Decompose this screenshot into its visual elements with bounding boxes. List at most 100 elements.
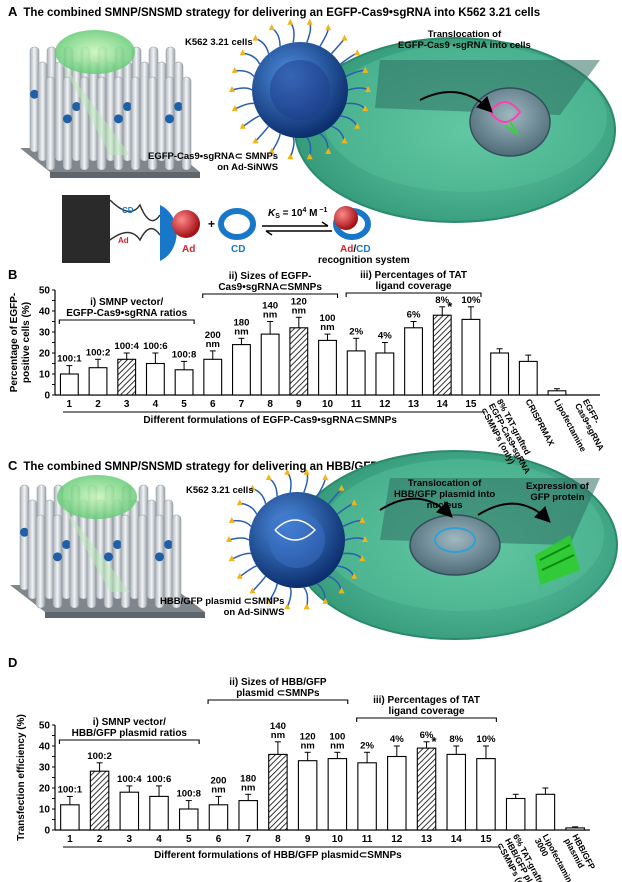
cd-ring-icon	[218, 208, 256, 240]
bead-icon	[123, 102, 132, 112]
y-tick-label: 0	[44, 391, 50, 402]
group-bracket	[202, 293, 339, 298]
expression-label-c: Expression of GFP protein	[526, 481, 589, 503]
bead-icon	[165, 114, 174, 124]
recognition-pair-label: Ad/CD	[340, 244, 371, 255]
bar-label: 4%	[378, 331, 392, 342]
tat-ligand-icon	[306, 153, 313, 160]
tat-ligand-icon	[303, 603, 310, 610]
bar	[446, 753, 467, 831]
tat-ligand-icon	[284, 468, 291, 475]
bar-label: 100:2	[87, 751, 112, 762]
cell-label-a: K562 3.21 cells	[185, 37, 253, 48]
tat-ligand-icon	[265, 474, 272, 481]
panel-c-letter: C	[8, 458, 18, 473]
nanowire	[52, 514, 63, 609]
nano-label-a: EGFP-Cas9•sgRNA⊂ SMNPs on Ad-SiNWS	[148, 151, 279, 173]
bead-icon	[20, 527, 29, 537]
cd-label: CD	[231, 244, 245, 255]
bar-label: 100:8	[176, 789, 201, 800]
x-tick-label: 14	[437, 399, 449, 410]
translocation-arrow-c	[379, 497, 453, 518]
nanowire	[130, 76, 141, 171]
inset-cd-label: CD	[122, 206, 134, 215]
ks-equation: KS = 104 M −1	[268, 207, 327, 220]
nucleus-c	[409, 514, 501, 576]
tat-ligand-icon	[236, 499, 243, 506]
equilibrium-arrowhead-forward	[321, 221, 329, 227]
y-tick-label: 50	[39, 286, 51, 297]
inset-substrate	[62, 195, 110, 263]
significance-star: *	[447, 299, 453, 314]
x-tick-label: 10	[322, 399, 334, 410]
tat-ligand-icon	[287, 153, 294, 160]
tat-ligand-icon	[252, 34, 259, 41]
bar-label: 100:8	[172, 349, 197, 360]
x-tick-label: 3	[124, 399, 130, 410]
ad-sphere-icon	[172, 210, 200, 238]
bead-icon	[114, 114, 123, 124]
ligand-chain	[254, 125, 270, 142]
nanowire	[35, 514, 46, 609]
x-tick-label: 10	[332, 834, 344, 845]
bar-label: 2%	[360, 740, 374, 751]
ligand-chains-a	[229, 18, 371, 160]
bar	[505, 797, 526, 831]
tat-ligand-icon	[351, 499, 358, 506]
nanowire	[137, 514, 148, 609]
inset-linkers-2	[109, 227, 161, 242]
translocation-label-a: Translocation of EGFP-Cas9 •sgRNA into c…	[398, 29, 531, 51]
bead-icon	[174, 102, 183, 112]
ligand-chain	[239, 565, 257, 578]
bar-label: 6%	[420, 730, 434, 741]
group-bracket	[356, 717, 497, 722]
tat-ligand-icon	[236, 572, 243, 579]
x-tick-label: 11	[362, 834, 373, 845]
bar	[327, 758, 348, 831]
bar	[208, 804, 229, 831]
x-tick-label: 15	[480, 834, 492, 845]
tat-ligand-icon	[365, 86, 371, 92]
x-tick-label: 12	[379, 399, 391, 410]
inset-np-fragment	[160, 205, 177, 261]
x-tick-label: 4	[153, 399, 159, 410]
y-axis-label: Percentage of EGFP-positive cells (%)	[9, 293, 32, 392]
tat-ligand-icon	[268, 24, 275, 31]
x-tick-label: 7	[245, 834, 251, 845]
bar	[268, 753, 288, 831]
bead-icon	[72, 102, 81, 112]
group-bracket	[58, 739, 200, 744]
bead-icon	[164, 540, 173, 550]
gfp-protein-icon	[535, 535, 580, 585]
tat-ligand-icon	[341, 137, 348, 144]
ligand-chain	[231, 552, 252, 560]
x-tick-label: 8	[275, 834, 281, 845]
ligand-chain	[234, 69, 255, 77]
nanowires-c	[19, 484, 182, 609]
x-tick-label: 2	[97, 834, 103, 845]
x-tick-label: 12	[391, 834, 403, 845]
nanoparticle-c	[249, 492, 345, 588]
translocation-arrow-a	[419, 91, 493, 113]
nanowire	[164, 76, 175, 171]
recognition-system-label: recognition system	[318, 255, 410, 266]
nanowire	[45, 76, 56, 171]
bar	[178, 808, 199, 831]
bar	[297, 760, 318, 831]
bar	[476, 758, 496, 831]
y-tick-label: 10	[39, 805, 51, 816]
bar-label: 100:2	[86, 347, 111, 358]
y-tick-label: 40	[39, 742, 51, 753]
tat-ligand-icon	[284, 603, 291, 610]
tat-ligand-icon	[322, 474, 329, 481]
bar	[416, 747, 437, 831]
panel-b-title: B	[8, 267, 23, 282]
ligand-chain	[242, 115, 260, 128]
x-tick-label: 7	[239, 399, 245, 410]
